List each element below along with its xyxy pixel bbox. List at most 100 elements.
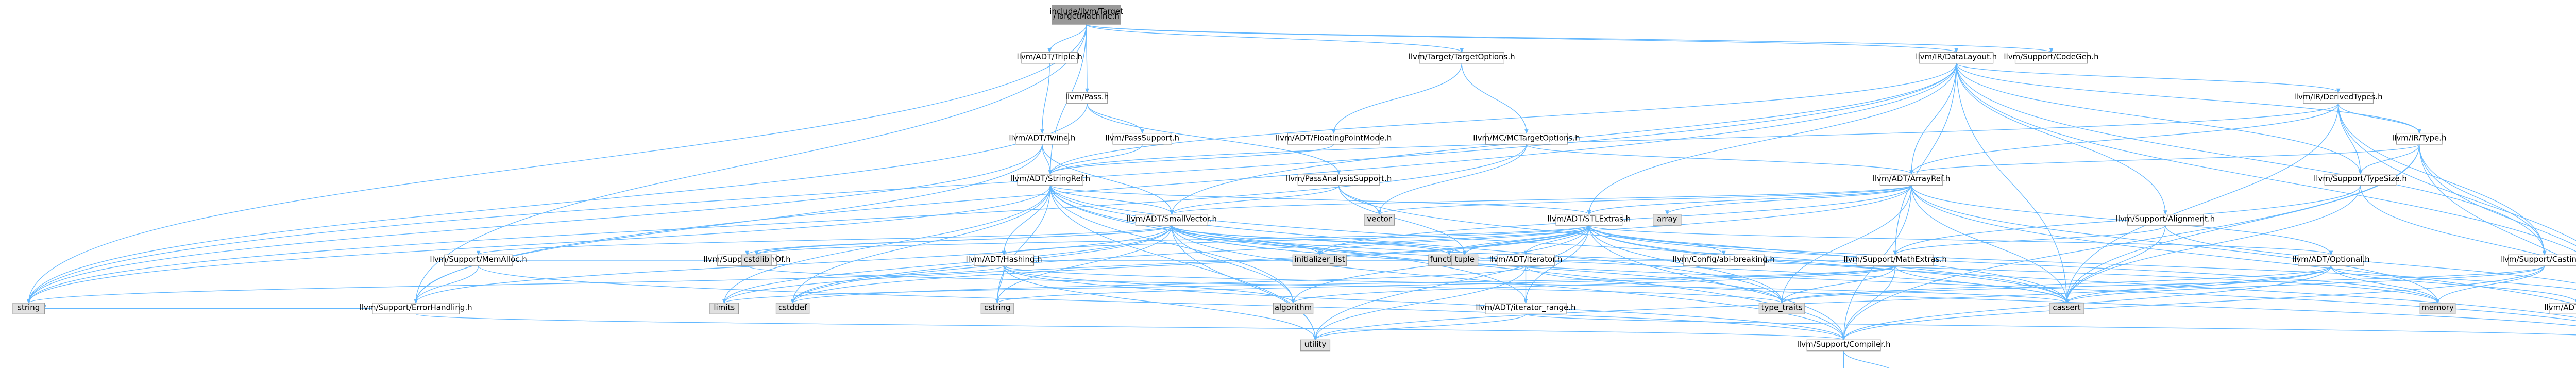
edge-arrowhead: [2064, 299, 2069, 304]
edge-line: [1843, 265, 2545, 340]
dependency-edge: [414, 225, 1172, 304]
header-node[interactable]: llvm/ADT/FloatingPointMode.h: [1276, 132, 1392, 145]
header-node[interactable]: llvm/MC/MCTargetOptions.h: [1473, 132, 1580, 145]
header-node[interactable]: llvm/ADT/SmallVector.h: [1127, 214, 1217, 226]
header-node[interactable]: llvm/ADT/iterator_range.h: [1476, 303, 1576, 314]
node-box: [1555, 214, 1623, 226]
edge-line: [997, 225, 1172, 303]
dependency-edge: [1956, 63, 2167, 215]
node-label: llvm/ADT/STLExtras.h: [1548, 214, 1631, 223]
edge-line: [28, 24, 1087, 303]
header-node[interactable]: llvm/IR/DataLayout.h: [1916, 52, 1997, 64]
header-node[interactable]: llvm/Support/Casting.h: [2500, 254, 2576, 266]
edge-line: [2066, 225, 2166, 303]
dependency-edge: [26, 103, 1088, 304]
node-box: [1292, 254, 1347, 266]
edge-line: [1588, 63, 1957, 214]
dependency-edge: [1049, 185, 1591, 215]
node-box: [2324, 174, 2397, 186]
header-node[interactable]: llvm/ADT/iterator.h: [1489, 254, 1563, 266]
edge-line: [1911, 185, 2067, 303]
header-node[interactable]: llvm/Pass.h: [1065, 92, 1109, 104]
edge-arrowhead: [1085, 88, 1089, 93]
header-node[interactable]: llvm/Support/TypeSize.h: [2314, 174, 2407, 186]
dependency-edge: [1956, 63, 2363, 175]
edge-line: [2330, 265, 2438, 303]
edge-line: [2165, 225, 2576, 284]
edge-arrowhead: [754, 250, 759, 256]
dependency-edge: [414, 63, 1957, 304]
edge-line: [1843, 265, 2332, 340]
header-node[interactable]: llvm/Support/Compiler.h: [1797, 339, 1891, 352]
node-box: [1806, 339, 1881, 352]
node-box: [1300, 339, 1331, 352]
header-node[interactable]: llvm/Support/MemAlloc.h: [430, 254, 527, 266]
dependency-edge: [2435, 265, 2545, 304]
edge-line: [1895, 265, 2067, 304]
edge-line: [2419, 144, 2576, 246]
edge-arrowhead: [1002, 250, 1006, 256]
dependency-edge: [995, 265, 1896, 304]
node-label: vector: [1367, 214, 1392, 223]
dependency-edge: [1086, 24, 1958, 53]
header-node[interactable]: llvm/Config/abi-breaking.h: [1673, 254, 1775, 266]
header-node[interactable]: llvm/Support/CodeGen.h: [2004, 52, 2099, 64]
header-node[interactable]: llvm/PassAnalysisSupport.h: [1286, 174, 1392, 186]
node-box: [2508, 254, 2576, 266]
node-label: cassert: [2053, 303, 2080, 312]
edge-arrowhead: [1463, 250, 1467, 256]
node-box: [1653, 214, 1682, 226]
edge-arrowhead: [1140, 129, 1144, 134]
dependency-edge: [26, 265, 1005, 304]
dependency-edge: [2338, 103, 2421, 134]
header-node[interactable]: llvm/PassSupport.h: [1105, 132, 1179, 145]
dependency-edge: [2419, 144, 2547, 256]
system-header-node: string: [12, 303, 45, 314]
header-node[interactable]: llvm/ADT/STLExtras.h: [1548, 214, 1631, 226]
node-box: [1287, 132, 1380, 145]
header-node[interactable]: llvm/IR/DerivedTypes.h: [2294, 92, 2383, 104]
node-label: llvm/ADT/SmallVector.h: [1127, 214, 1217, 223]
header-node[interactable]: llvm/ADT/ArrayRef.h: [1873, 174, 1951, 186]
header-node[interactable]: llvm/ADT/Twine.h: [1009, 132, 1075, 145]
edge-line: [756, 225, 1589, 255]
header-node[interactable]: llvm/ADT/Hashing.h: [966, 254, 1042, 266]
edge-line: [724, 265, 1896, 304]
edge-arrowhead: [1722, 250, 1726, 256]
header-node[interactable]: llvm/Target/TargetOptions.h: [1409, 52, 1515, 64]
edge-line: [1588, 185, 1912, 215]
edge-line: [415, 313, 1844, 340]
edge-arrowhead: [2329, 250, 2333, 256]
dependency-edge: [2165, 225, 2576, 284]
node-box: [1758, 303, 1805, 314]
edge-line: [1956, 63, 2067, 303]
header-node[interactable]: llvm/Support/MathExtras.h: [1843, 254, 1947, 266]
dependency-edge: [26, 63, 1957, 304]
edge-line: [792, 225, 1589, 303]
header-node[interactable]: llvm/Support/ErrorHandling.h: [360, 303, 472, 314]
edge-arrowhead: [722, 299, 726, 304]
node-label: llvm/ADT/ArrayRef.h: [1873, 174, 1951, 183]
header-node[interactable]: llvm/IR/Type.h: [2392, 132, 2447, 145]
dependency-edge: [2064, 265, 2545, 304]
dependency-edge: [2358, 144, 2420, 175]
node-label: llvm/ADT/iterator.h: [1489, 255, 1563, 264]
edge-line: [1956, 63, 2420, 133]
node-label: llvm/IR/Type.h: [2392, 133, 2447, 142]
header-node[interactable]: llvm/ADT/StringRef.h: [1010, 174, 1090, 186]
dependency-edge: [722, 185, 1051, 304]
node-label: llvm/Support/Casting.h: [2500, 255, 2576, 264]
edge-line: [2066, 103, 2339, 303]
node-label: array: [1657, 214, 1677, 223]
edge-arrowhead: [1841, 336, 1846, 341]
header-node[interactable]: llvm/ADT/Optional.h: [2292, 254, 2370, 266]
header-node[interactable]: llvm/Support/Alignment.h: [2116, 214, 2215, 226]
header-node[interactable]: llvm/ADT/None.h: [2544, 303, 2576, 314]
node-box: [1919, 52, 1994, 64]
edge-line: [756, 225, 1172, 255]
dependency-edge: [1956, 63, 2341, 93]
header-node[interactable]: llvm/ADT/Triple.h: [1016, 52, 1082, 64]
node-label: llvm/ADT/FloatingPointMode.h: [1276, 133, 1392, 142]
edge-line: [1895, 225, 2166, 255]
edge-line: [1588, 225, 1844, 340]
